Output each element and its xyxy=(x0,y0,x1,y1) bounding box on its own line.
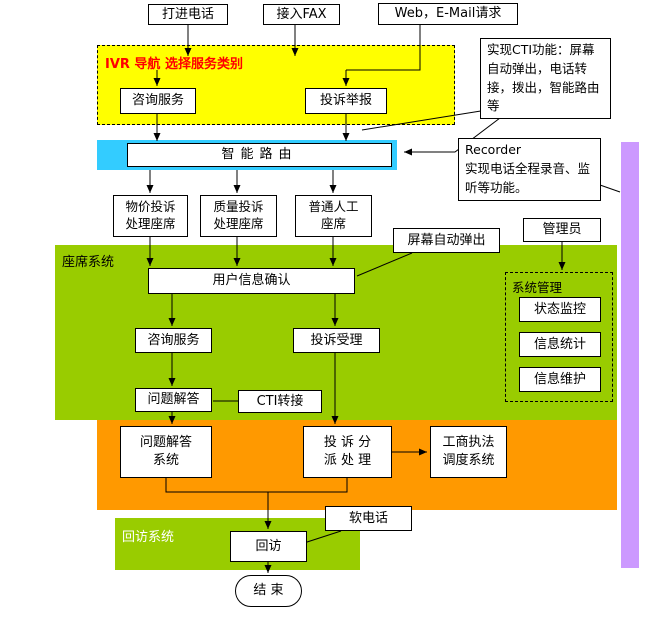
node-normal-agent-seat: 普通人工 座席 xyxy=(295,195,372,237)
node-complaint-dispatch: 投 诉 分 派 处 理 xyxy=(303,426,392,478)
node-consult-service-ivr: 咨询服务 xyxy=(120,88,196,114)
node-qa-system: 问题解答 系统 xyxy=(120,426,212,478)
node-consult-service: 咨询服务 xyxy=(135,328,212,353)
node-info-statistics: 信息统计 xyxy=(519,332,601,357)
note-cti-transfer: CTI转接 xyxy=(238,390,322,413)
ivr-region-title: IVR 导航 选择服务类别 xyxy=(105,57,243,72)
node-law-enforcement-system: 工商执法 调度系统 xyxy=(430,426,507,478)
node-price-complaint-seat: 物价投诉 处理座席 xyxy=(113,195,188,237)
node-smart-route: 智能路由 xyxy=(127,143,392,167)
node-question-answer: 问题解答 xyxy=(135,388,212,412)
agent-system-region-label: 座席系统 xyxy=(62,255,115,270)
node-complaint-accept: 投诉受理 xyxy=(293,328,380,353)
revisit-region-label: 回访系统 xyxy=(122,530,175,545)
system-management-group: 系统管理 状态监控 信息统计 信息维护 xyxy=(505,272,613,402)
note-cti-functions: 实现CTI功能：屏幕自动弹出，电话转接，拨出，智能路由等 xyxy=(480,38,611,119)
note-screen-popup: 屏幕自动弹出 xyxy=(393,228,500,253)
node-fax-in: 接入FAX xyxy=(263,4,340,25)
recorder-sidebar xyxy=(621,142,639,568)
system-management-label: 系统管理 xyxy=(512,280,563,295)
node-complaint-report: 投诉举报 xyxy=(305,88,387,114)
note-softphone: 软电话 xyxy=(325,506,412,531)
node-incoming-call: 打进电话 xyxy=(148,4,228,25)
node-user-info-confirm: 用户信息确认 xyxy=(148,268,355,294)
note-recorder: Recorder 实现电话全程录音、监听等功能。 xyxy=(458,138,601,201)
node-status-monitor: 状态监控 xyxy=(519,297,601,322)
node-quality-complaint-seat: 质量投诉 处理座席 xyxy=(200,195,277,237)
node-administrator: 管理员 xyxy=(523,218,601,242)
node-web-email-request: Web，E-Mail请求 xyxy=(378,3,518,25)
node-info-maintenance: 信息维护 xyxy=(519,367,601,392)
node-end: 结 束 xyxy=(235,575,302,607)
node-revisit: 回访 xyxy=(230,531,307,562)
